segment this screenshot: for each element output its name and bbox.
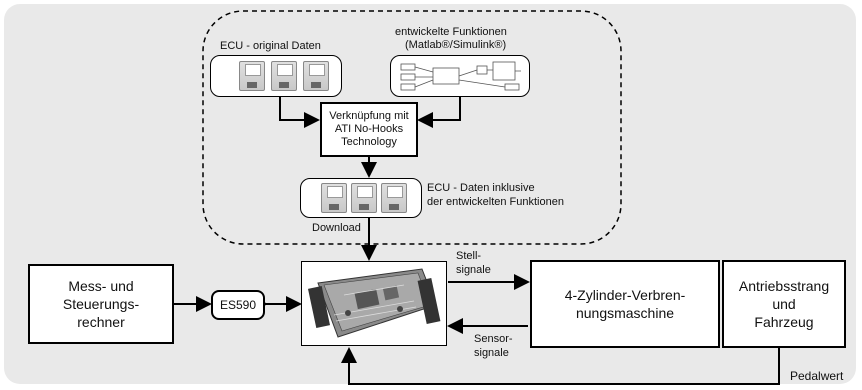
drive-text-2: und (772, 296, 796, 312)
arrow-functions-to-link (417, 96, 461, 128)
floppy-disk-icon (239, 61, 265, 91)
computer-text-2: Steuerungs- (62, 296, 140, 312)
arrow-pedalwert (341, 346, 780, 385)
link-text-1: Verknüpfung mit (329, 110, 409, 122)
sensorsignale-label-2: signale (474, 347, 509, 359)
ecu-original-box (210, 55, 342, 97)
es590-label: ES590 (219, 298, 257, 312)
computer-text-3: rechner (77, 314, 125, 330)
floppy-disk-icon (303, 61, 329, 91)
no-hooks-link-box: Verknüpfung mit ATI No-Hooks Technology (320, 102, 418, 157)
engine-box: 4-Zylinder-Verbren- nungsmaschine (530, 260, 720, 348)
ecu-data-incl-label-1: ECU - Daten inklusive (427, 182, 535, 194)
download-label: Download (312, 222, 361, 234)
engine-text-1: 4-Zylinder-Verbren- (564, 287, 686, 303)
ecu-data-incl-box (300, 178, 422, 218)
link-text-2: ATI No-Hooks (334, 123, 404, 135)
pedalwert-label: Pedalwert (790, 369, 844, 383)
arrow-original-to-link (279, 96, 320, 128)
measurement-control-computer-box: Mess- und Steuerungs- rechner (28, 264, 174, 344)
stellsignale-label-1: Stell- (456, 250, 482, 262)
drive-text-3: Fahrzeug (754, 314, 814, 330)
floppy-disk-icon (271, 61, 297, 91)
drive-text-1: Antriebsstrang (738, 278, 830, 294)
floppy-disk-icon (351, 183, 377, 213)
dashed-region (202, 10, 622, 245)
drivetrain-vehicle-box: Antriebsstrang und Fahrzeug (722, 260, 846, 348)
dev-functions-label-2: (Matlab®/Simulink®) (405, 39, 507, 51)
ecu-original-label: ECU - original Daten (220, 40, 321, 52)
dev-functions-label-1: entwickelte Funktionen (395, 26, 507, 38)
engine-text-2: nungsmaschine (575, 305, 675, 321)
link-text-3: Technology (341, 136, 397, 148)
simulink-model-box (390, 55, 530, 97)
ecu-data-incl-label-2: der entwickelten Funktionen (427, 196, 564, 208)
ecu-circuit-board-icon (307, 267, 441, 338)
computer-text-1: Mess- und (68, 278, 134, 294)
sensorsignale-label-1: Sensor- (474, 333, 513, 345)
ecu-controller-box (301, 261, 447, 346)
floppy-disk-icon (321, 183, 347, 213)
simulink-model-icon (400, 61, 521, 91)
stellsignale-label-2: signale (456, 264, 491, 276)
floppy-disk-icon (381, 183, 407, 213)
es590-box: ES590 (211, 290, 265, 320)
